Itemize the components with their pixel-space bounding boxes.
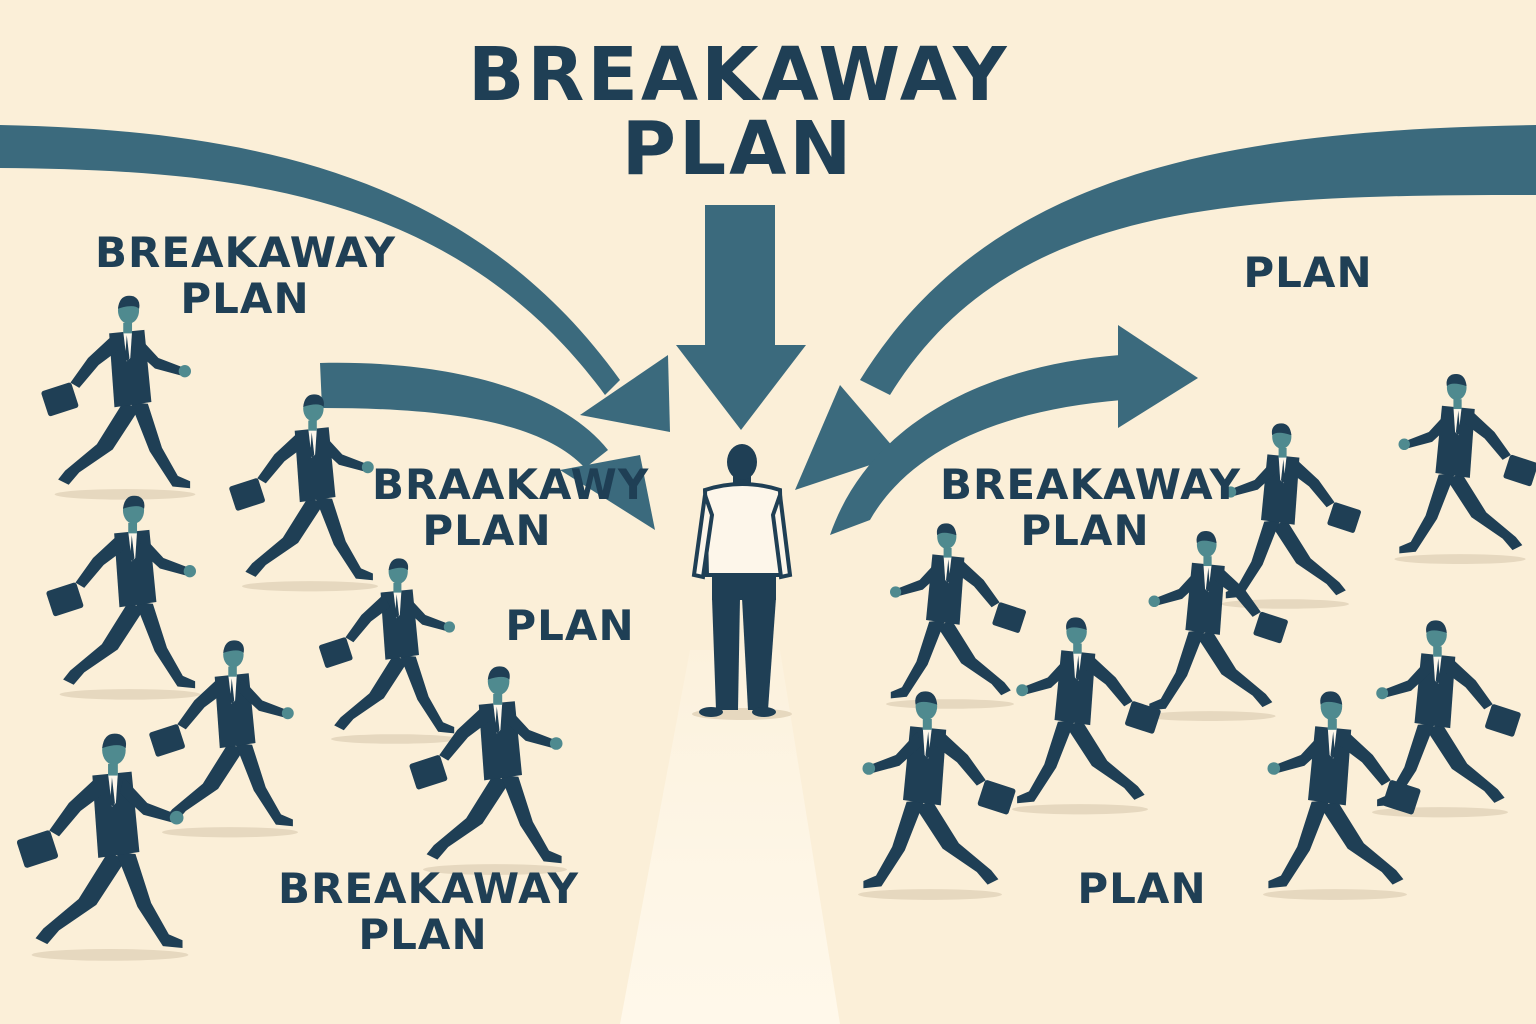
central-figure <box>691 444 793 720</box>
label-bottom-left: BREAKAWAY PLAN <box>278 864 580 960</box>
label-line-1: BREAKAWAY <box>940 460 1242 509</box>
label-plan-bottom-right: PLAN <box>1072 864 1212 913</box>
label-line-1: BREAKAWAY <box>95 228 397 277</box>
label-line-1: PLAN <box>505 601 635 650</box>
label-line-1: PLAN <box>1077 864 1207 913</box>
label-line-2: PLAN <box>358 910 488 960</box>
runner <box>228 394 378 592</box>
label-line-1: BREAKAWAY <box>278 864 580 913</box>
runner <box>858 691 1016 900</box>
label-line-1: PLAN <box>1243 248 1373 297</box>
runner <box>1144 531 1288 721</box>
label-plan-left: PLAN <box>500 601 640 650</box>
runner <box>16 733 189 961</box>
label-line-1: BRAAKAWY <box>372 460 650 509</box>
label-center-left: BRAAKAWY PLAN <box>372 460 650 556</box>
runner <box>40 295 196 500</box>
runner <box>1263 691 1421 900</box>
main-title-line-1: BREAKAWAY <box>468 32 1010 118</box>
runner <box>408 666 567 875</box>
runner <box>1221 423 1362 608</box>
arrow-down-icon <box>676 205 806 430</box>
label-line-2: PLAN <box>180 274 310 324</box>
runner <box>1012 617 1161 814</box>
label-line-2: PLAN <box>1020 506 1150 556</box>
label-center-right: BREAKAWAY PLAN <box>940 460 1242 556</box>
label-top-left: BREAKAWAY PLAN <box>95 228 397 324</box>
runners-right <box>858 374 1536 900</box>
arrow-mid-left-icon <box>320 362 655 530</box>
arrow-top-left-icon <box>0 125 670 432</box>
label-plan-top-right: PLAN <box>1238 248 1378 297</box>
runner <box>1394 374 1536 564</box>
arrow-mid-right-icon <box>830 325 1198 535</box>
main-title-line-2: PLAN <box>621 106 855 192</box>
label-line-2: PLAN <box>422 506 552 556</box>
runner <box>45 495 201 700</box>
main-title: BREAKAWAY PLAN <box>468 38 1008 186</box>
spotlight <box>620 650 840 1024</box>
